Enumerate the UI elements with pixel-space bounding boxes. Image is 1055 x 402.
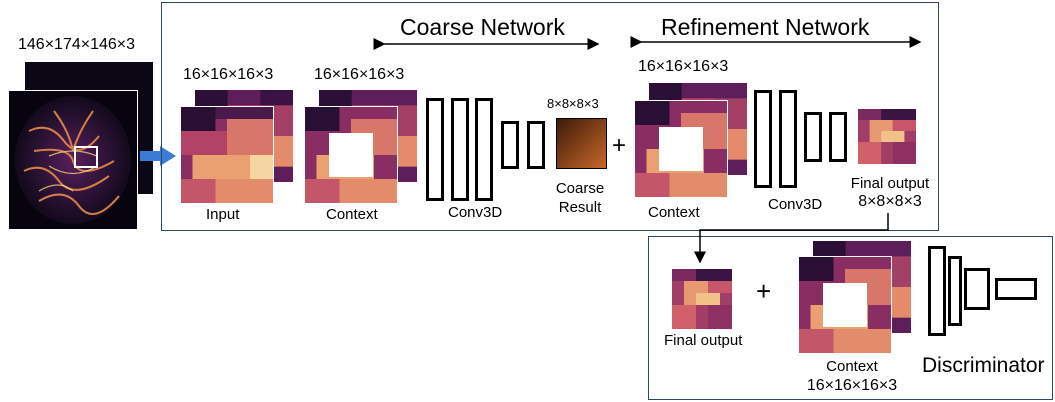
context-refine-label: Context (648, 204, 700, 221)
input-label: Input (206, 206, 240, 223)
disc-context-dims-label: 16×16×16×3 (806, 377, 898, 394)
context-refine-patch-front (634, 100, 728, 198)
conv-refine-layer-1 (754, 90, 772, 188)
coarse-network-title: Coarse Network (400, 14, 565, 40)
generator-frame (161, 2, 939, 231)
final-output-dims-label: 8×8×8×3 (858, 193, 922, 210)
input-dims-label: 16×16×16×3 (183, 66, 274, 83)
conv-coarse-layer-4 (501, 121, 519, 169)
plus-symbol-generator: + (612, 132, 627, 159)
final-output-label: Final output (850, 175, 930, 192)
coarse-result-dims-label: 8×8×8×3 (547, 96, 599, 111)
disc-final-output-patch (671, 268, 733, 330)
disc-layer-3 (964, 268, 990, 310)
discriminator-label: Discriminator (922, 354, 1045, 377)
conv-coarse-layer-2 (451, 98, 469, 201)
disc-context-hole (823, 283, 867, 327)
blue-arrow-icon (140, 146, 176, 171)
context-coarse-patch-front (304, 106, 398, 204)
discriminator-frame (648, 236, 1053, 400)
disc-context-patch-front (798, 256, 892, 354)
conv-refine-layer-4 (829, 112, 847, 162)
disc-layer-1 (928, 246, 946, 336)
conv-coarse-label: Conv3D (448, 204, 503, 221)
conv-refine-label: Conv3D (768, 196, 823, 213)
context-coarse-label: Context (326, 206, 378, 223)
context-coarse-hole (329, 133, 373, 177)
disc-layer-2 (948, 256, 962, 326)
refinement-network-title: Refinement Network (661, 14, 870, 40)
plus-symbol-discriminator: + (756, 276, 772, 306)
final-output-patch (857, 108, 917, 165)
conv-refine-layer-2 (779, 90, 797, 188)
conv-refine-layer-3 (804, 112, 822, 162)
context-refine-dims-label: 16×16×16×3 (638, 58, 729, 75)
conv-coarse-layer-5 (527, 121, 545, 169)
disc-final-output-label: Final output (664, 332, 743, 349)
coarse-result-label-line2: Result (558, 199, 602, 216)
coarse-result-patch (556, 118, 607, 169)
disc-context-label: Context (826, 358, 878, 375)
disc-layer-4 (995, 278, 1037, 300)
brain-dims-label: 146×174×146×3 (18, 36, 136, 53)
conv-coarse-layer-3 (475, 98, 493, 201)
context-refine-hole (659, 127, 703, 171)
coarse-result-label-line1: Coarse (555, 180, 605, 197)
brain-slice (8, 90, 138, 230)
context-coarse-dims-label: 16×16×16×3 (314, 66, 405, 83)
conv-coarse-layer-1 (426, 98, 444, 201)
input-patch-front (180, 106, 274, 204)
